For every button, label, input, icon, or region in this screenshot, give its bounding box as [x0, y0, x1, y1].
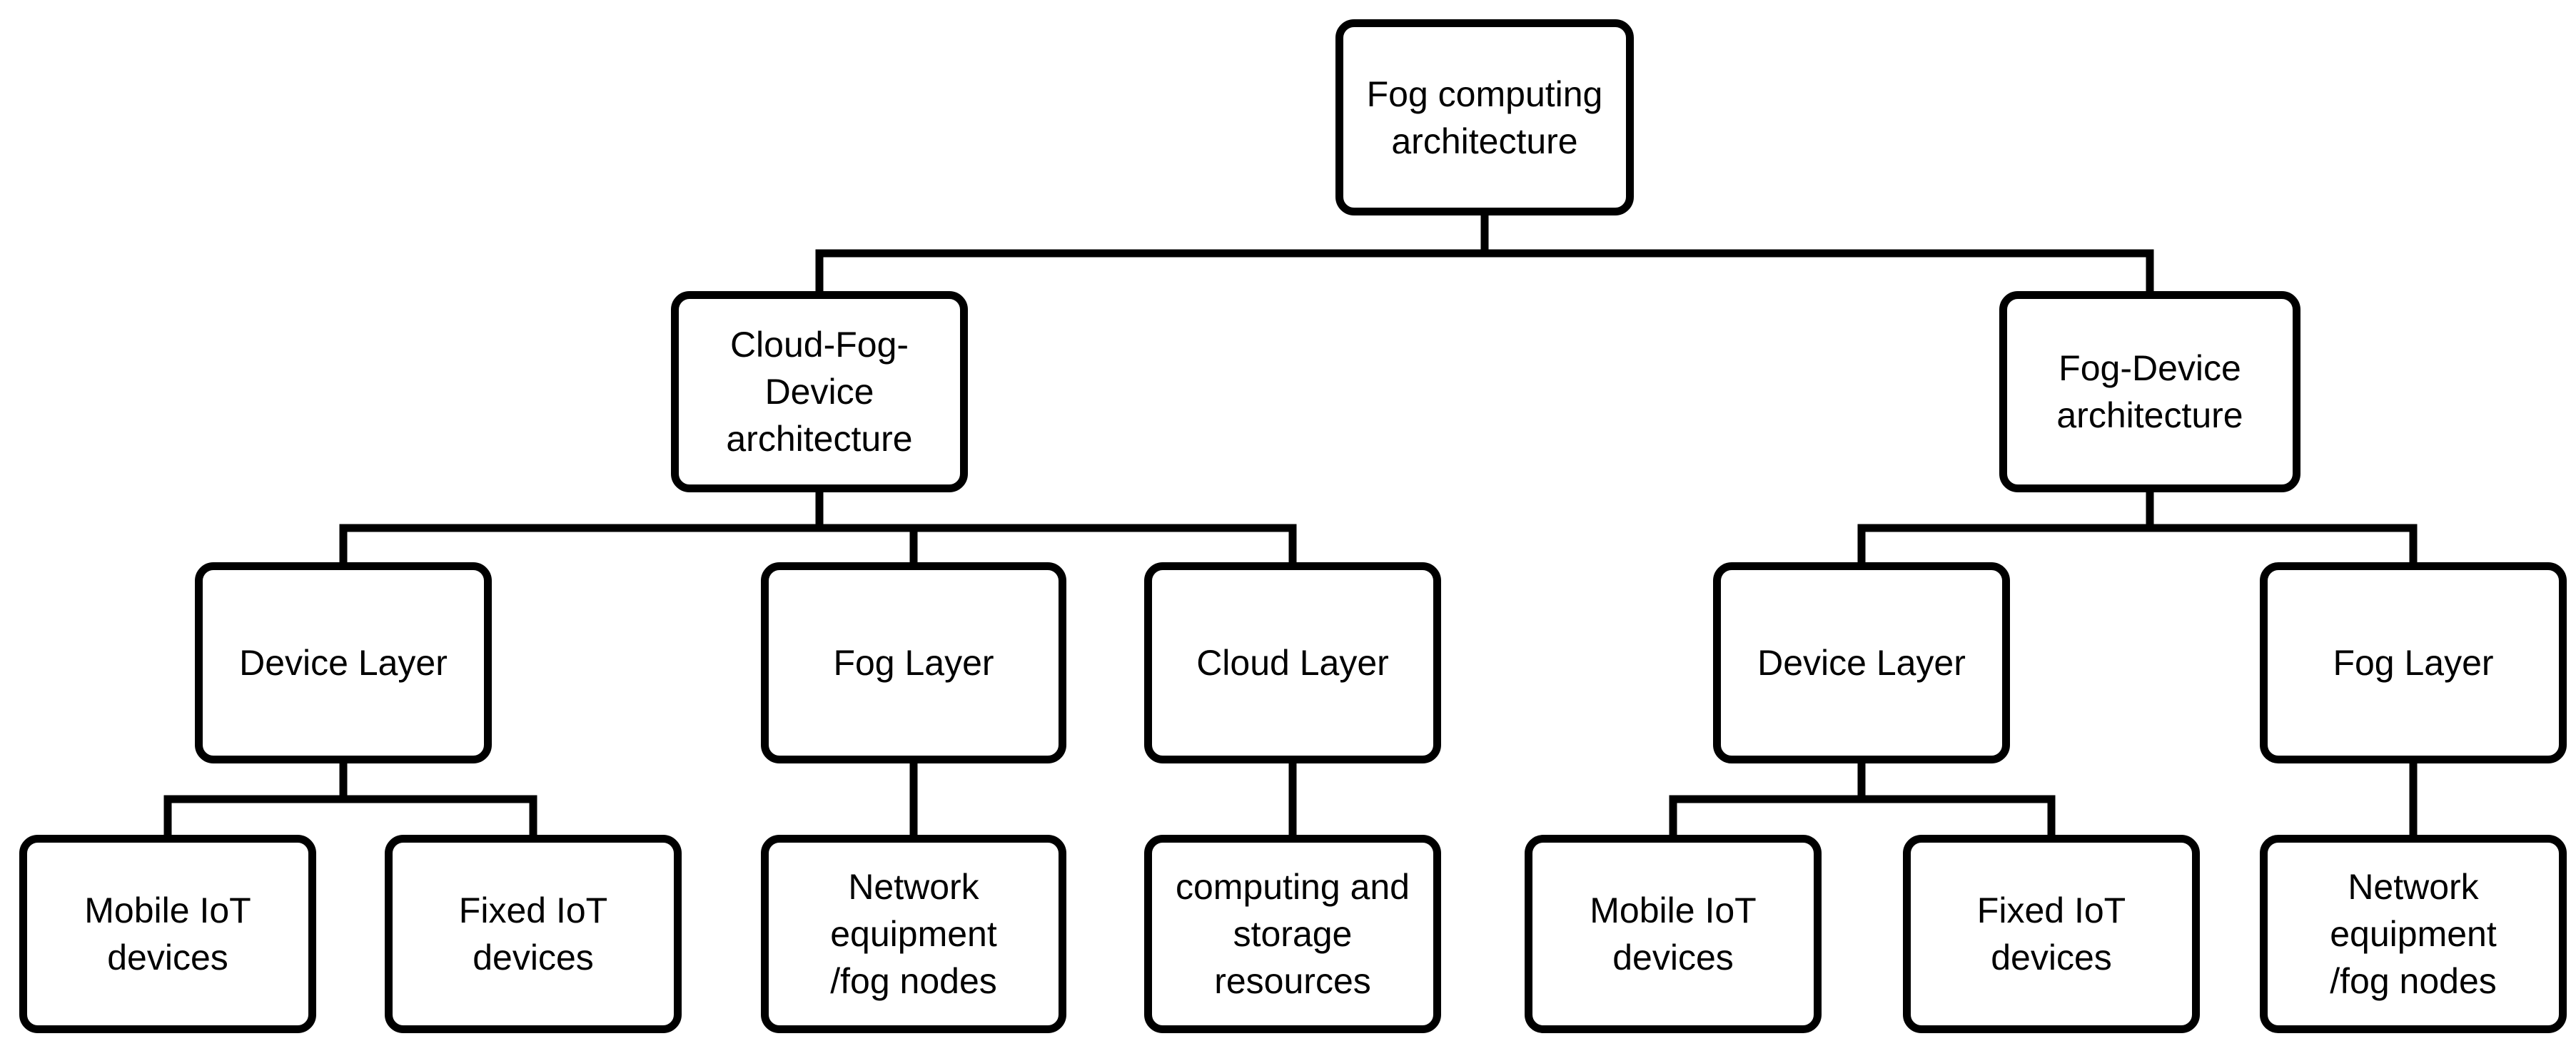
node-fog-computing-architecture: Fog computing architecture [1335, 19, 1634, 215]
connector-cloud-fog-device [339, 487, 1297, 568]
node-fd-fog-layer: Fog Layer [2260, 562, 2567, 763]
node-cfd-cloud-layer: Cloud Layer [1144, 562, 1441, 763]
node-fog-device-architecture: Fog-Device architecture [1999, 291, 2300, 492]
node-cfd-device-layer: Device Layer [195, 562, 492, 763]
node-fd-mobile-iot-devices: Mobile IoT devices [1525, 835, 1822, 1033]
connector-fd-device-layer [1669, 758, 2056, 841]
node-cfd-fog-layer: Fog Layer [761, 562, 1066, 763]
node-fd-fixed-iot-devices: Fixed IoT devices [1903, 835, 2200, 1033]
node-cfd-computing-storage-resources: computing and storage resources [1144, 835, 1441, 1033]
node-cfd-network-equipment-fog-nodes: Network equipment /fog nodes [761, 835, 1066, 1033]
node-cloud-fog-device-architecture: Cloud-Fog- Device architecture [671, 291, 968, 492]
connector-cfd-device-layer [163, 758, 537, 841]
connector-root [815, 211, 2154, 297]
node-fd-device-layer: Device Layer [1713, 562, 2010, 763]
node-cfd-fixed-iot-devices: Fixed IoT devices [385, 835, 682, 1033]
node-cfd-mobile-iot-devices: Mobile IoT devices [19, 835, 316, 1033]
node-fd-network-equipment-fog-nodes: Network equipment /fog nodes [2260, 835, 2567, 1033]
connector-fog-device [1857, 487, 2418, 568]
